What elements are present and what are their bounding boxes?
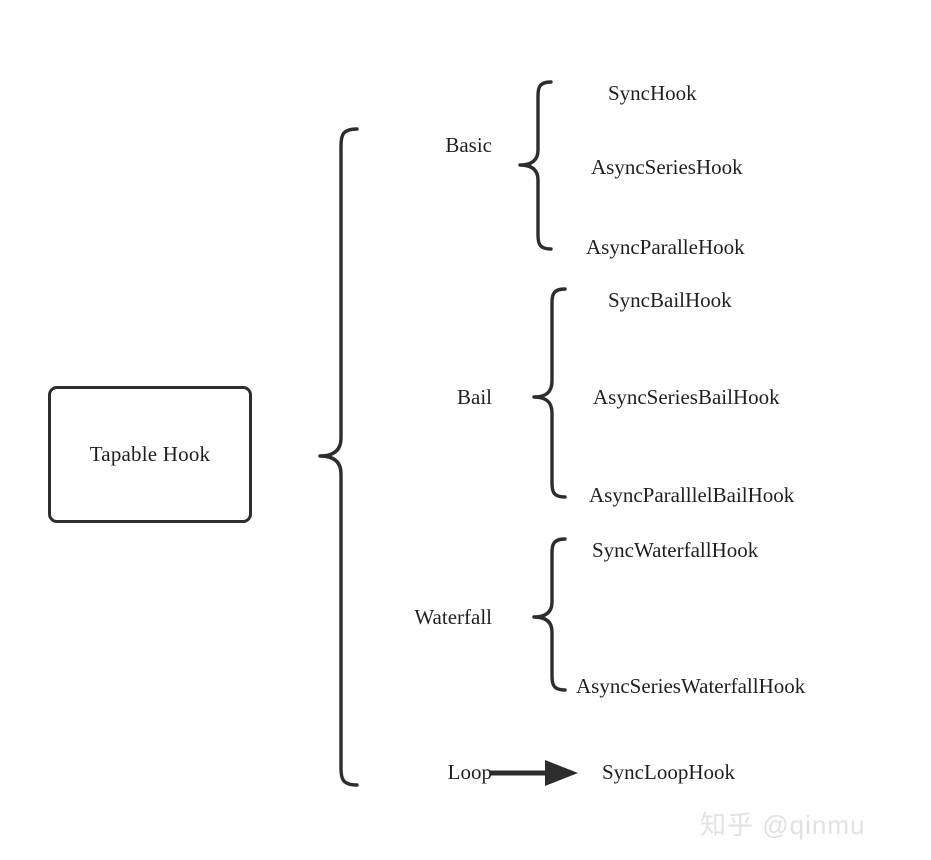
leaf-async-series-bail-hook[interactable]: AsyncSeriesBailHook — [593, 385, 780, 409]
brace-waterfall — [532, 537, 567, 692]
group-label-waterfall[interactable]: Waterfall — [414, 605, 492, 629]
brace-bail — [532, 287, 567, 499]
leaf-sync-loop-hook[interactable]: SyncLoopHook — [602, 760, 735, 784]
group-label-bail[interactable]: Bail — [457, 385, 492, 409]
root-node-label: Tapable Hook — [89, 442, 211, 466]
group-label-basic[interactable]: Basic — [445, 133, 492, 157]
group-label-loop[interactable]: Loop — [447, 760, 492, 784]
leaf-sync-bail-hook[interactable]: SyncBailHook — [608, 288, 732, 312]
leaf-async-paralle-hook[interactable]: AsyncParalleHook — [586, 235, 745, 259]
leaf-async-paralllel-bail-hook[interactable]: AsyncParalllelBailHook — [589, 483, 795, 507]
watermark: 知乎 @qinmu — [700, 810, 866, 840]
leaf-sync-waterfall-hook[interactable]: SyncWaterfallHook — [592, 538, 759, 562]
root-node-box[interactable]: Tapable Hook — [48, 386, 252, 523]
brace-basic — [518, 80, 553, 251]
leaf-async-series-waterfall-hook[interactable]: AsyncSeriesWaterfallHook — [576, 674, 806, 698]
arrow-loop-head — [545, 760, 578, 786]
main-brace — [318, 127, 359, 787]
leaf-sync-hook[interactable]: SyncHook — [608, 81, 697, 105]
leaf-async-series-hook[interactable]: AsyncSeriesHook — [591, 155, 743, 179]
